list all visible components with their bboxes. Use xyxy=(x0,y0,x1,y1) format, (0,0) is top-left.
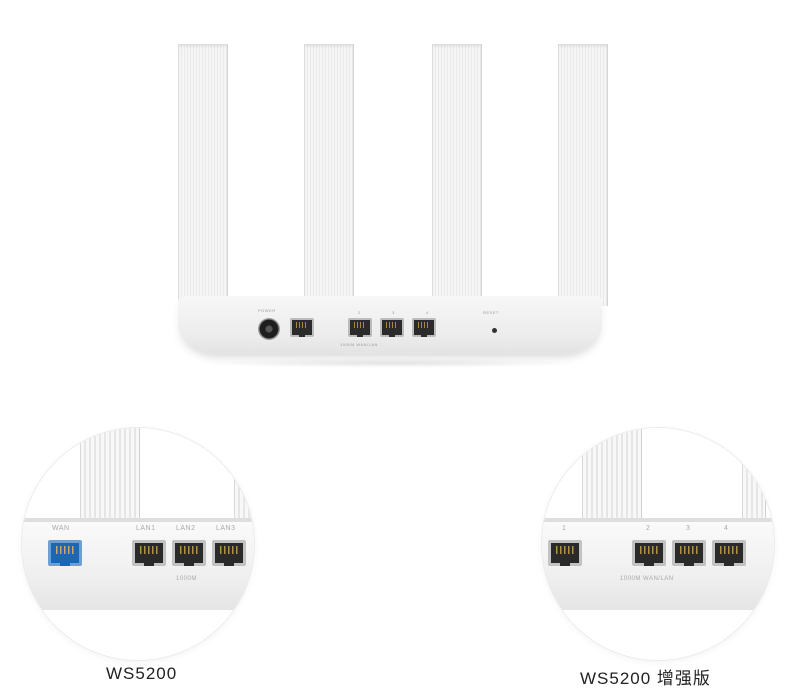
power-port xyxy=(258,318,280,340)
router-body xyxy=(542,518,774,614)
port-number: 2 xyxy=(646,525,651,532)
port-number: 4 xyxy=(426,310,429,315)
antenna xyxy=(742,428,766,528)
port-group-label: 1000M WAN/LAN xyxy=(340,342,378,347)
caption-ws5200: WS5200 xyxy=(106,664,178,683)
antenna xyxy=(234,428,254,528)
caption-ws5200-enhanced: WS5200 增强版 xyxy=(580,669,711,688)
power-label: POWER xyxy=(258,308,276,313)
port-number: 3 xyxy=(686,525,691,532)
lan-port xyxy=(172,540,206,566)
lan-port xyxy=(132,540,166,566)
lan-port xyxy=(712,540,746,566)
router-shadow xyxy=(200,358,580,368)
antenna xyxy=(432,44,482,306)
ethernet-port xyxy=(348,318,372,337)
antenna xyxy=(558,44,608,306)
antenna xyxy=(582,428,642,528)
ethernet-port xyxy=(380,318,404,337)
port-label-lan1: LAN1 xyxy=(136,525,156,532)
router-rear-view: POWER 2 3 4 1000M WAN/LAN RESET xyxy=(170,40,610,370)
lan-port xyxy=(212,540,246,566)
port-number: 4 xyxy=(724,525,729,532)
antenna xyxy=(304,44,354,306)
reset-label: RESET xyxy=(483,310,499,315)
lan-port xyxy=(672,540,706,566)
router-body xyxy=(22,518,254,614)
antenna xyxy=(80,428,140,528)
port-label-lan3: LAN3 xyxy=(216,525,236,532)
wan-port xyxy=(48,540,82,566)
port-number: 1 xyxy=(562,525,567,532)
ethernet-port xyxy=(290,318,314,337)
port-label-wan: WAN xyxy=(52,525,70,532)
speed-label: 1000M xyxy=(176,576,197,582)
router-body: POWER 2 3 4 1000M WAN/LAN RESET xyxy=(178,296,602,354)
zoom-circle-ws5200: WAN LAN1 LAN2 LAN3 1000M xyxy=(22,428,254,660)
reset-button xyxy=(492,328,497,333)
port-number: 2 xyxy=(358,310,361,315)
zoom-circle-ws5200-enhanced: 1 2 3 4 1000M WAN/LAN xyxy=(542,428,774,660)
port-label-lan2: LAN2 xyxy=(176,525,196,532)
lan-port xyxy=(632,540,666,566)
antenna xyxy=(178,44,228,306)
wan-lan-port xyxy=(548,540,582,566)
ethernet-port xyxy=(412,318,436,337)
port-number: 3 xyxy=(392,310,395,315)
speed-label: 1000M WAN/LAN xyxy=(620,576,674,582)
